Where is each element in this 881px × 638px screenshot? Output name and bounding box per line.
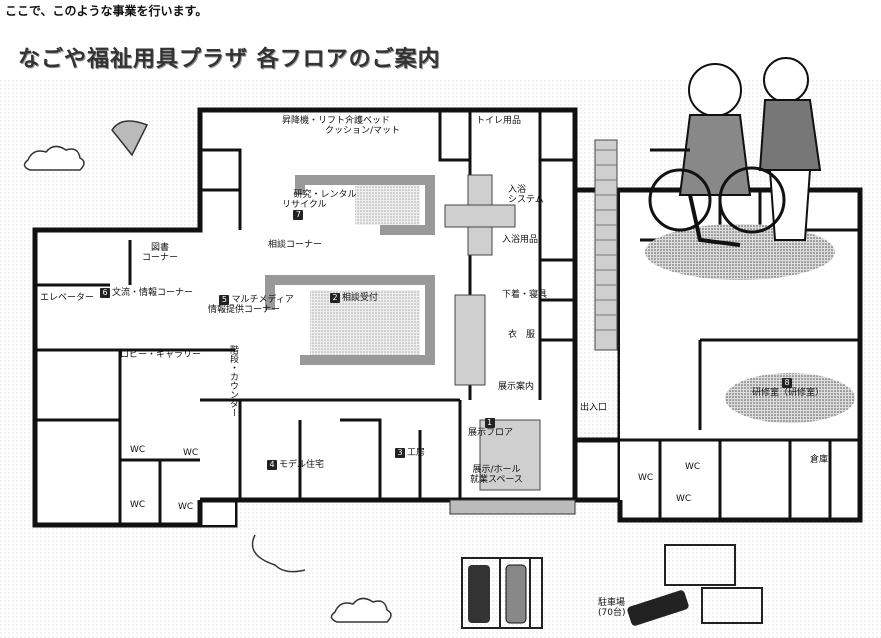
- culture-number: 6: [100, 288, 110, 298]
- room-elevator: エレベーター: [40, 293, 95, 303]
- room-underwear: 下着・寝具: [502, 290, 548, 300]
- page-title: なごや福祉用具プラザ 各フロアのご案内: [18, 47, 441, 72]
- room-care-bed: 介護ベッド: [345, 116, 391, 126]
- intro-text: ここで、このような事業を行います。: [5, 4, 208, 18]
- consult-rent-number: 7: [293, 210, 304, 220]
- room-toilet: トイレ用品: [476, 116, 522, 126]
- workshop-text: 工房: [407, 448, 426, 458]
- housing-text: モデル住宅: [279, 460, 325, 470]
- car-1: [468, 565, 490, 623]
- corridor-bar: [449, 499, 576, 515]
- wc-6: WC: [685, 462, 701, 472]
- room-lift: 昇降機・リフト・: [282, 116, 355, 126]
- car-2: [505, 564, 527, 624]
- housing-number: 4: [267, 460, 277, 470]
- room-bath-goods: 入浴用品: [502, 235, 539, 245]
- rental-area: [355, 185, 420, 225]
- room-stairs: 階段・カウンター: [228, 345, 238, 417]
- room-office: 倉庫: [810, 455, 829, 465]
- building-outline: [32, 107, 863, 528]
- exhibit-floor-number: 1: [484, 418, 495, 428]
- workshop-number: 3: [395, 448, 405, 458]
- room-seminar: 8 研修室（研修室）: [752, 378, 824, 398]
- shelf-stripes: [595, 149, 617, 331]
- room-consult-corner: 相談コーナー: [268, 240, 323, 250]
- wc-4: WC: [178, 502, 194, 512]
- entrance-label: 出入口: [580, 403, 608, 413]
- room-bath-system: 入浴 システム: [508, 185, 544, 205]
- multimedia-text: マルチメディア 情報提供コーナー: [208, 295, 294, 315]
- consult-rent-text: 研究・レンタル リサイクル: [282, 190, 357, 210]
- interior-walls: [35, 110, 860, 525]
- room-consult-rent: 研究・レンタル リサイクル 7: [282, 180, 356, 230]
- multimedia-number: 5: [219, 295, 230, 305]
- seminar-number: 8: [782, 378, 792, 388]
- wheelchair-illustration: [645, 57, 835, 280]
- room-exhibit-floor: 1 展示フロア: [468, 418, 513, 438]
- room-cushion: クッション/マット: [325, 126, 401, 136]
- exhibit-floor-text: 展示フロア: [468, 428, 514, 438]
- car-3: [627, 590, 689, 626]
- wc-1: WC: [130, 445, 146, 455]
- room-clothes: 衣 服: [508, 330, 536, 340]
- parking-label: 駐車場 (70台): [598, 598, 626, 618]
- culture-text: 文流・情報コーナー: [112, 288, 194, 298]
- room-exhibit-info: 展示案内: [498, 382, 535, 392]
- reception-number: 2: [330, 293, 340, 303]
- room-library: 図書 コーナー: [142, 243, 179, 263]
- wc-3: WC: [130, 500, 146, 510]
- room-space: 展示/ホール 就業スペース: [470, 465, 523, 485]
- seminar-text: 研修室（研修室）: [752, 388, 825, 398]
- wc-2: WC: [183, 448, 199, 458]
- wc-5: WC: [638, 473, 654, 483]
- outer-walls: [32, 107, 863, 528]
- wc-7: WC: [676, 494, 692, 504]
- room-lobby: ロビー・ギャラリー: [120, 350, 202, 360]
- reception-text: 相談受付: [342, 293, 379, 303]
